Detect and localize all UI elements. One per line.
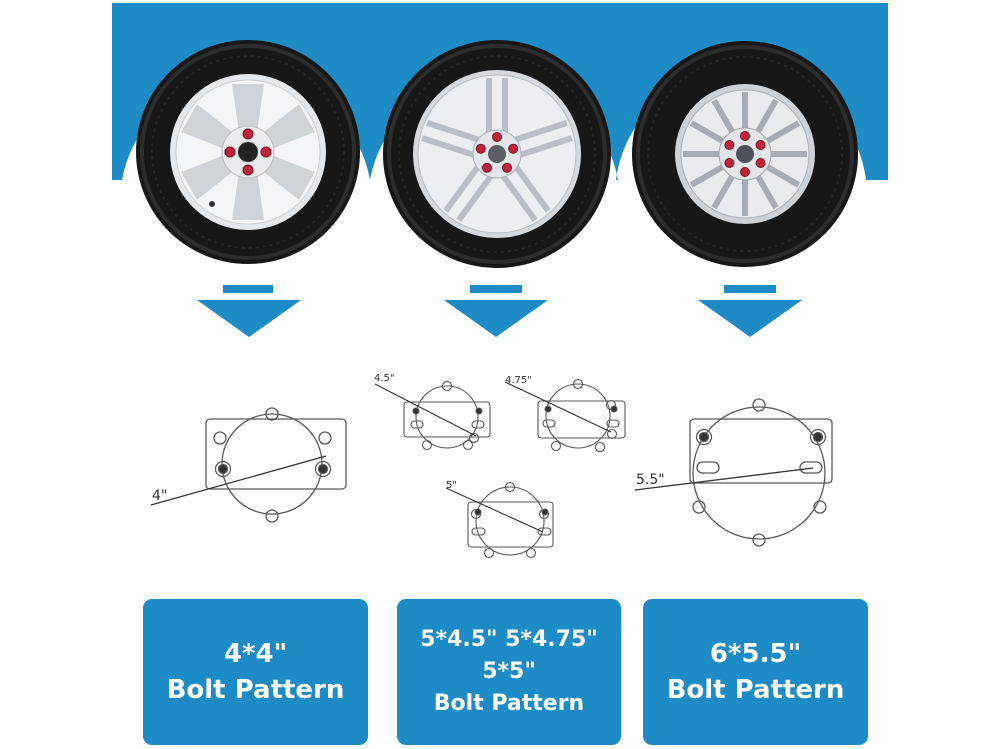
dim-label: 5.5" xyxy=(636,472,665,488)
diagram-4-5 xyxy=(374,380,491,451)
diagram-5-5 xyxy=(634,398,833,547)
arrow-down-icon xyxy=(444,285,548,337)
card-caption: Bolt Pattern xyxy=(666,675,845,705)
bolt-pattern-card-4x4: 4*4" Bolt Pattern xyxy=(143,599,368,745)
bolt-pattern-card-5-lug: 5*4.5" 5*4.75" 5*5" Bolt Pattern xyxy=(397,599,621,745)
diagram-4x4 xyxy=(150,407,347,523)
diagram-5 xyxy=(445,481,554,559)
arrow-down-icon xyxy=(197,285,301,337)
dim-label: 4.75" xyxy=(505,375,532,386)
card-pattern: 4*4" xyxy=(223,639,288,669)
arrow-down-icon xyxy=(698,285,802,337)
header-band xyxy=(112,3,888,180)
wheel-2 xyxy=(383,40,611,268)
card-pattern: 5*4.5" 5*4.75" xyxy=(420,627,598,652)
card-pattern-2: 5*5" xyxy=(482,659,536,684)
dim-label: 5" xyxy=(446,480,457,491)
wheel-1 xyxy=(136,40,360,264)
dim-label: 4" xyxy=(152,488,167,504)
card-caption: Bolt Pattern xyxy=(166,675,345,705)
diagram-4-75 xyxy=(504,378,626,453)
wheel-3 xyxy=(632,41,858,267)
bolt-pattern-card-6x5-5: 6*5.5" Bolt Pattern xyxy=(643,599,868,745)
card-caption: Bolt Pattern xyxy=(433,691,585,716)
dim-label: 4.5" xyxy=(374,373,395,384)
card-pattern: 6*5.5" xyxy=(709,639,802,669)
